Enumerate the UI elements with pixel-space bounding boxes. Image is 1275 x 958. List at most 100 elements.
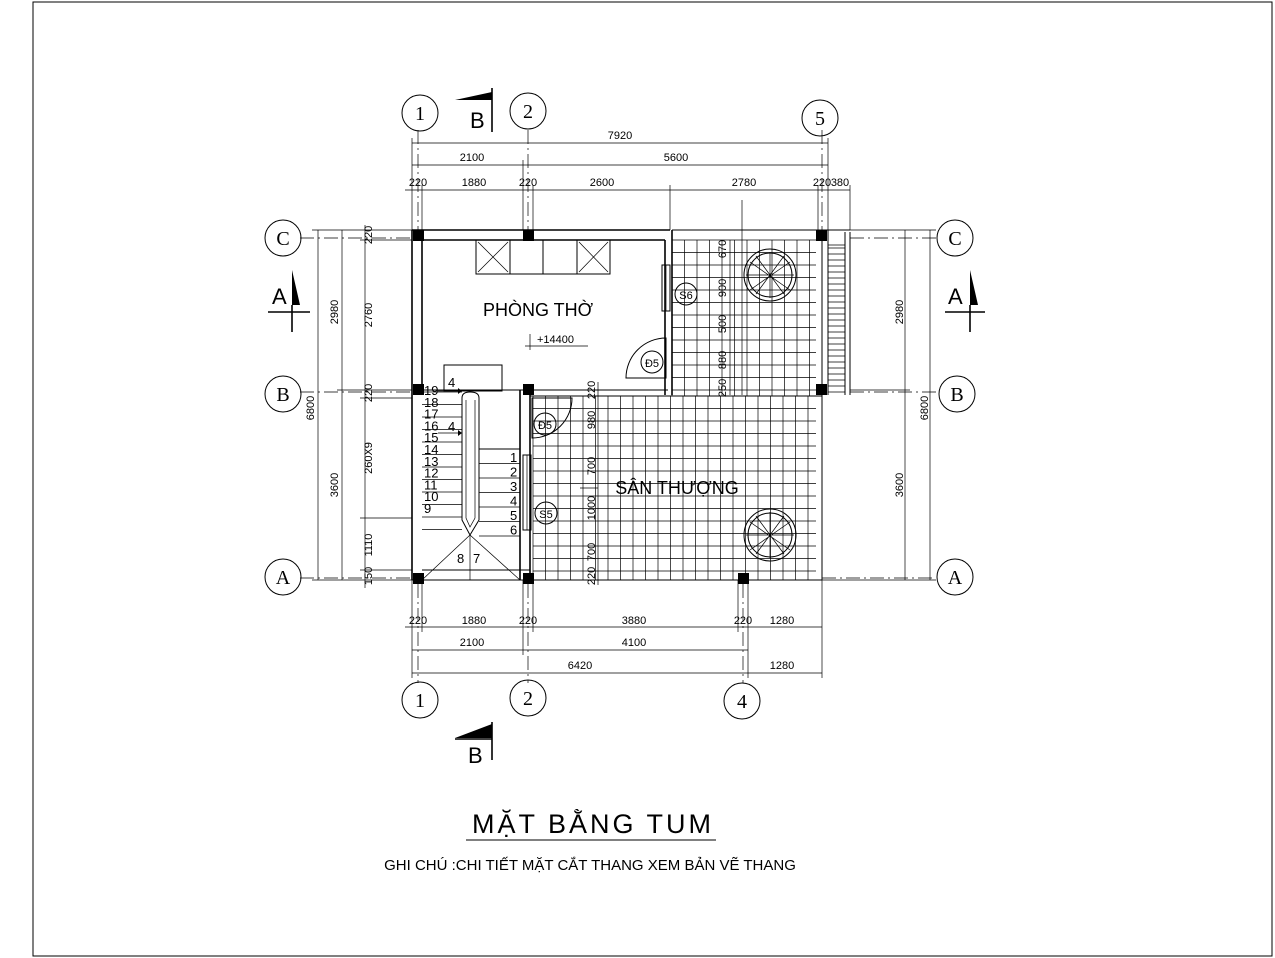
window-s5 bbox=[522, 454, 532, 531]
dim-top-d2: 220 bbox=[519, 177, 537, 189]
room-label-terrace: SÂN THƯỢNG bbox=[615, 478, 739, 498]
section-mark-b-bottom bbox=[455, 722, 493, 760]
dim-left-d3: 260X9 bbox=[363, 442, 375, 474]
dim-bottom-d2: 220 bbox=[519, 615, 537, 627]
level-symbol bbox=[525, 334, 588, 350]
window-s6 bbox=[661, 264, 671, 312]
dim-bottom-d0: 220 bbox=[409, 615, 427, 627]
terrace-tile-pattern bbox=[532, 239, 816, 580]
section-a-right-label: A bbox=[948, 284, 963, 309]
dim-terrace-220a: 220 bbox=[586, 381, 598, 399]
stair-step-right-2: 2 bbox=[510, 465, 517, 480]
axis-top-1: 1 bbox=[415, 103, 425, 125]
dim-left-d5: 150 bbox=[363, 567, 375, 585]
axis-right-c: C bbox=[948, 228, 961, 250]
dim-terrace-700a: 700 bbox=[586, 457, 598, 475]
dim-inner-900: 900 bbox=[717, 279, 729, 297]
section-mark-b-top bbox=[455, 88, 493, 132]
axis-left-b: B bbox=[276, 384, 289, 406]
stair-arrow-label-1: 4 bbox=[448, 375, 455, 390]
section-a-left-label: A bbox=[272, 284, 287, 309]
dim-bottom-d1: 1880 bbox=[462, 615, 486, 627]
axis-bottom-2: 2 bbox=[523, 688, 533, 710]
dim-left-bay-1: 2980 bbox=[329, 300, 341, 324]
dim-terrace-220b: 220 bbox=[586, 567, 598, 585]
axis-left-a: A bbox=[276, 567, 291, 589]
window-label-s5: S5 bbox=[539, 509, 552, 521]
dim-bottom-bay-1: 2100 bbox=[460, 637, 484, 649]
walls bbox=[411, 229, 851, 581]
dim-terrace-700b: 700 bbox=[586, 543, 598, 561]
stair-step-left-19: 19 bbox=[424, 383, 438, 398]
dim-bottom-d5: 1280 bbox=[770, 615, 794, 627]
dim-inner-670: 670 bbox=[717, 240, 729, 258]
dim-right-bay-1: 2980 bbox=[894, 300, 906, 324]
dim-top-d1: 1880 bbox=[462, 177, 486, 189]
door-tag-left bbox=[533, 412, 557, 436]
door-label-top: Đ5 bbox=[645, 358, 659, 370]
drawing-title: MẶT BẰNG TUM bbox=[472, 808, 714, 839]
grid-axis-lines bbox=[300, 130, 936, 683]
dim-left-d4: 1110 bbox=[363, 534, 375, 557]
axis-right-a: A bbox=[948, 567, 963, 589]
stair-step-left-12: 12 bbox=[424, 466, 438, 481]
window-tag-s6 bbox=[674, 282, 698, 306]
stair-step-left-13: 13 bbox=[424, 454, 438, 469]
columns bbox=[413, 230, 827, 584]
sheet-border bbox=[32, 1, 1273, 957]
dim-inner-500: 500 bbox=[717, 315, 729, 333]
dim-bottom-extra: 1280 bbox=[770, 660, 794, 672]
dim-top-d5: 220 bbox=[813, 177, 831, 189]
dim-left-d1: 2760 bbox=[363, 303, 375, 327]
dim-top-d3: 2600 bbox=[590, 177, 614, 189]
dim-top-d0: 220 bbox=[409, 177, 427, 189]
grid-bubbles bbox=[264, 92, 976, 720]
dim-left-bay-2: 3600 bbox=[329, 473, 341, 497]
staircase bbox=[421, 364, 521, 581]
stair-step-left-17: 17 bbox=[424, 407, 438, 422]
stair-arrow-label-2: 4 bbox=[448, 419, 455, 434]
axis-top-2: 2 bbox=[523, 101, 533, 123]
dim-left-total: 6800 bbox=[305, 396, 317, 420]
planter-top bbox=[743, 248, 797, 302]
section-b-bottom-label: B bbox=[468, 743, 483, 768]
section-b-top-label: B bbox=[470, 108, 485, 133]
stair-step-left-18: 18 bbox=[424, 395, 438, 410]
dim-bottom-d4: 220 bbox=[734, 615, 752, 627]
window-tag-s5 bbox=[534, 501, 558, 525]
dim-bottom-d3: 3880 bbox=[622, 615, 646, 627]
stair-step-right-3: 3 bbox=[510, 479, 517, 494]
stair-landing-7: 7 bbox=[473, 551, 480, 566]
stair-arrows bbox=[438, 388, 462, 436]
stair-step-right-6: 6 bbox=[510, 523, 517, 538]
door-swings bbox=[531, 337, 667, 439]
axis-top-5: 5 bbox=[815, 108, 825, 130]
stair-landing-8: 8 bbox=[457, 551, 464, 566]
stair-step-left-15: 15 bbox=[424, 430, 438, 445]
stair-step-left-10: 10 bbox=[424, 489, 438, 504]
section-mark-a-left bbox=[268, 270, 310, 332]
level-mark: +14400 bbox=[537, 334, 574, 346]
roof-slope-hatch bbox=[828, 247, 845, 393]
dim-inner-250: 250 bbox=[717, 379, 729, 397]
door-tag-top bbox=[640, 350, 664, 374]
stair-step-right-1: 1 bbox=[510, 450, 517, 465]
dim-top-d6: 380 bbox=[831, 177, 849, 189]
axis-bottom-4: 4 bbox=[737, 691, 747, 713]
section-mark-a-right bbox=[945, 270, 985, 332]
stair-step-left-14: 14 bbox=[424, 442, 438, 457]
stair-step-right-4: 4 bbox=[510, 494, 517, 509]
room-label-altar: PHÒNG THỜ bbox=[483, 299, 594, 320]
dim-top-bay-2: 5600 bbox=[664, 152, 688, 164]
axis-right-b: B bbox=[950, 384, 963, 406]
dim-terrace-1000: 1000 bbox=[586, 496, 598, 520]
dim-top-d4: 2780 bbox=[732, 177, 756, 189]
dim-left-d0: 220 bbox=[363, 226, 375, 244]
dim-left-d2: 220 bbox=[363, 384, 375, 402]
dim-terrace-980: 980 bbox=[586, 411, 598, 429]
dim-top-total: 7920 bbox=[608, 130, 632, 142]
stair-step-right-5: 5 bbox=[510, 508, 517, 523]
dim-bottom-bay-2: 4100 bbox=[622, 637, 646, 649]
